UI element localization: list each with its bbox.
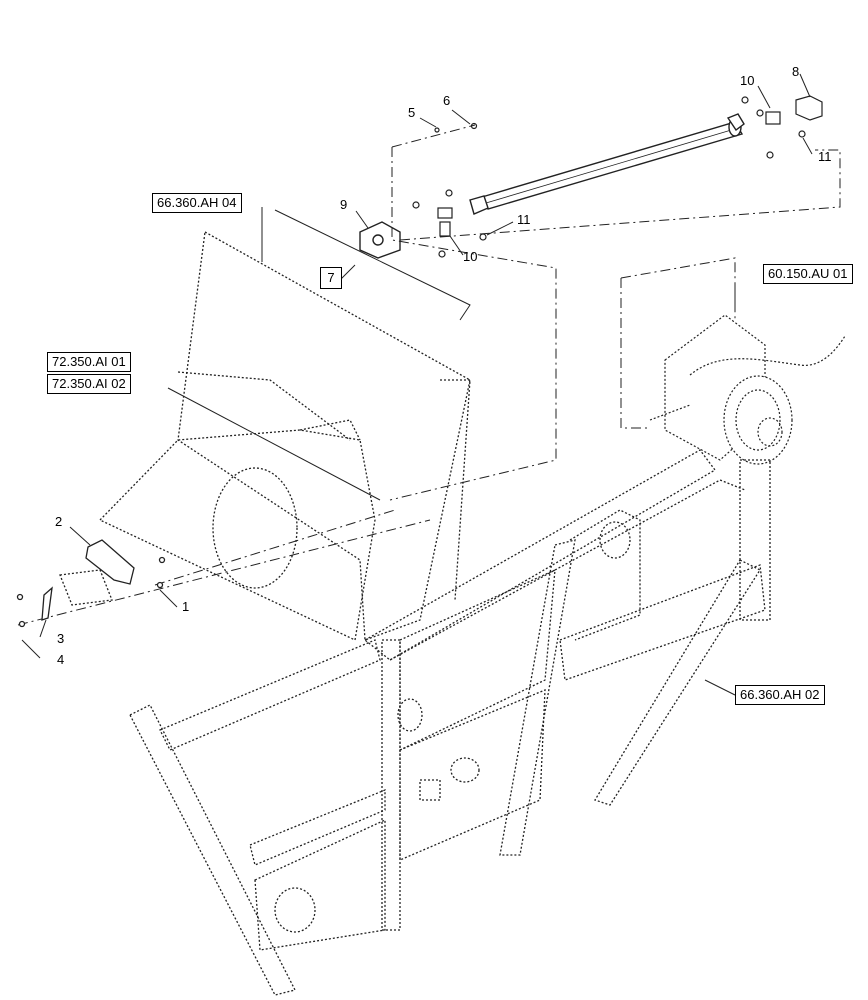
callout-7: 7 [320, 267, 342, 289]
reference-60-150-au-01[interactable]: 60.150.AU 01 [763, 264, 853, 284]
callout-4: 4 [57, 652, 65, 667]
reference-66-360-ah-02[interactable]: 66.360.AH 02 [735, 685, 825, 705]
callout-5: 5 [408, 105, 416, 120]
universal-joint-left [412, 189, 487, 258]
callout-11-left: 11 [517, 212, 531, 227]
main-frame [129, 449, 771, 996]
assembly-guide-lines [17, 124, 841, 626]
reference-66-360-ah-04[interactable]: 66.360.AH 04 [152, 193, 242, 213]
callout-3: 3 [57, 631, 65, 646]
callout-2: 2 [55, 514, 63, 529]
reference-72-350-ai-02[interactable]: 72.350.AI 02 [47, 374, 131, 394]
motor-pulley-assembly [649, 314, 846, 465]
callout-9: 9 [340, 197, 348, 212]
callout-8: 8 [792, 64, 800, 79]
leader-lines [21, 73, 813, 696]
callout-6: 6 [443, 93, 451, 108]
callout-10-top: 10 [740, 73, 755, 88]
reference-72-350-ai-01[interactable]: 72.350.AI 01 [47, 352, 131, 372]
callout-11-right: 11 [818, 149, 832, 164]
yoke-part-9 [359, 221, 401, 259]
callout-10-left: 10 [463, 249, 478, 264]
hopper-panel [99, 230, 471, 641]
drive-shaft [469, 113, 745, 215]
callout-1: 1 [182, 599, 190, 614]
universal-joint-right [434, 95, 823, 159]
cover-plate-part-2 [16, 539, 166, 628]
